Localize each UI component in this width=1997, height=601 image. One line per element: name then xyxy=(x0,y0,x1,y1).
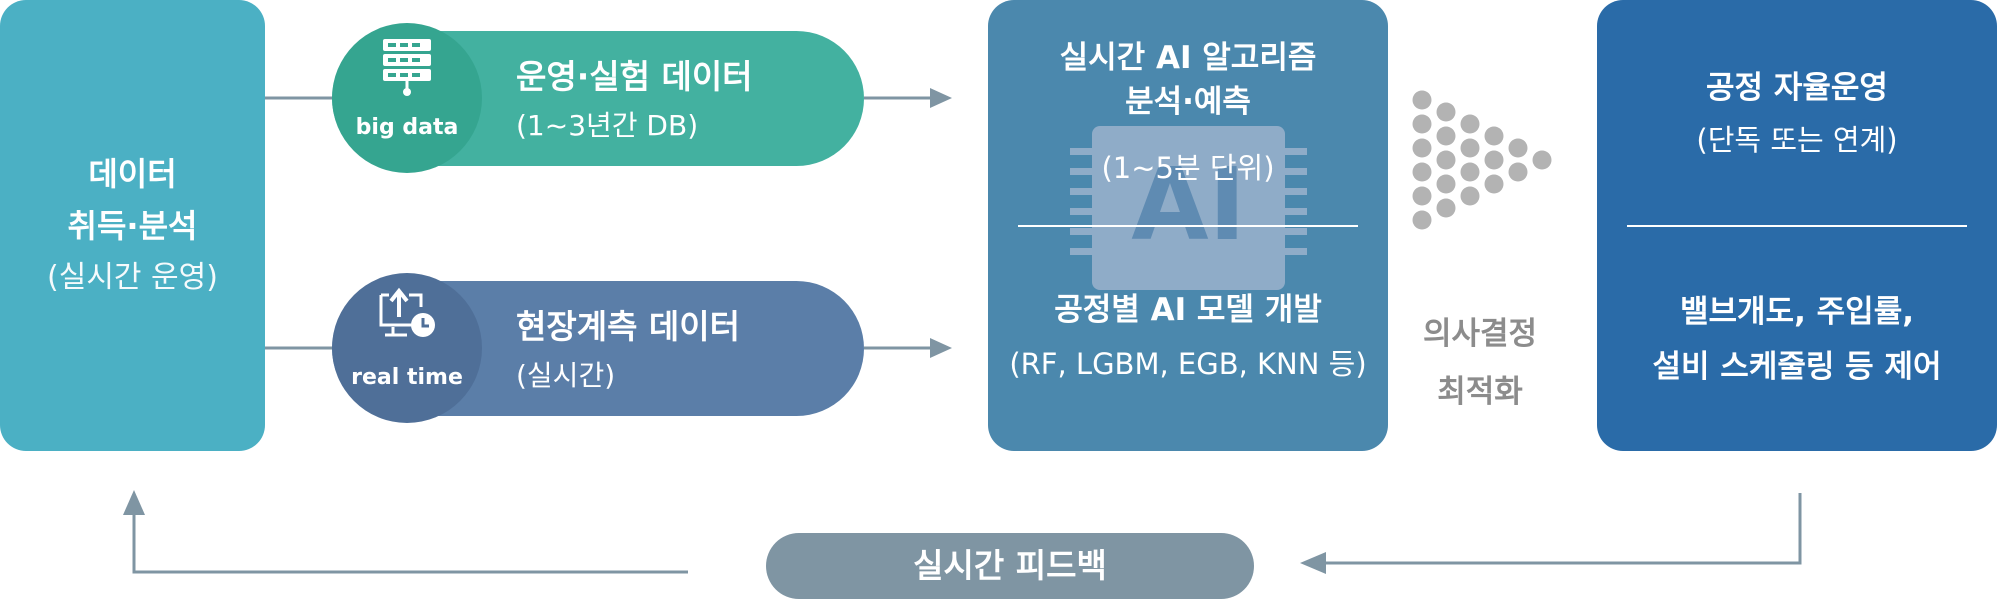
ai-line3: (1~5분 단위) xyxy=(1101,151,1275,185)
dot xyxy=(1412,114,1432,134)
monitor-upload-clock-icon xyxy=(379,287,435,337)
feedback-line-left xyxy=(132,510,688,574)
feedback-arrow-head-left xyxy=(1300,552,1326,574)
dot xyxy=(1412,210,1432,230)
ai-line2: 분석·예측 xyxy=(1125,84,1251,120)
dot xyxy=(1436,198,1456,218)
decision-line2: 최적화 xyxy=(1437,374,1523,410)
realtime-subtitle: (실시간) xyxy=(516,359,616,392)
acquisition-title-line1: 데이터 xyxy=(88,154,177,193)
dot xyxy=(1436,150,1456,170)
dot xyxy=(1460,138,1480,158)
dot xyxy=(1460,186,1480,206)
realtime-icon-caption: real time xyxy=(351,365,463,390)
bigdata-icon-caption: big data xyxy=(355,115,459,140)
feedback-pill: 실시간 피드백 xyxy=(766,533,1254,599)
auto-line1: 공정 자율운영 xyxy=(1706,70,1888,106)
realtime-icon-circle: real time xyxy=(332,273,482,423)
acquisition-title-line2: 취득·분석 xyxy=(67,206,198,245)
ai-chip-label: AI xyxy=(1131,146,1246,263)
acquisition-subtitle: (실시간 운영) xyxy=(47,259,218,295)
dot xyxy=(1532,150,1552,170)
realtime-title: 현장계측 데이터 xyxy=(516,307,741,346)
chip-pins xyxy=(1070,148,1307,255)
ai-chip-icon xyxy=(1092,126,1285,290)
bigdata-icon-circle: big data xyxy=(332,23,482,173)
ai-line5: (RF, LGBM, EGB, KNN 등) xyxy=(1009,347,1367,381)
dot xyxy=(1484,126,1504,146)
auto-line3: 밸브개도, 주입률, xyxy=(1680,294,1914,330)
bigdata-pill: big data 운영·실험 데이터 (1~3년간 DB) xyxy=(332,23,864,173)
data-acquisition-box: 데이터 취득·분석 (실시간 운영) xyxy=(0,0,265,451)
database-server-icon xyxy=(383,39,431,96)
dot xyxy=(1436,126,1456,146)
dot xyxy=(1412,186,1432,206)
arrow-realtime-ai-head xyxy=(930,338,952,358)
ai-divider xyxy=(1018,225,1358,227)
dot xyxy=(1412,138,1432,158)
dot xyxy=(1484,150,1504,170)
autonomous-operation-box: 공정 자율운영 (단독 또는 연계) 밸브개도, 주입률, 설비 스케줄링 등 … xyxy=(1597,0,1997,451)
arrow-bigdata-ai-head xyxy=(930,88,952,108)
dot xyxy=(1436,102,1456,122)
decision-label: 의사결정 최적화 xyxy=(1380,305,1580,421)
bigdata-title: 운영·실험 데이터 xyxy=(516,57,753,96)
auto-line2: (단독 또는 연계) xyxy=(1696,123,1898,157)
realtime-pill: real time 현장계측 데이터 (실시간) xyxy=(332,273,864,423)
ai-line4: 공정별 AI 모델 개발 xyxy=(1054,292,1322,328)
dot xyxy=(1508,138,1528,158)
dot xyxy=(1412,162,1432,182)
auto-divider xyxy=(1627,225,1967,227)
dot xyxy=(1460,162,1480,182)
feedback-line-right xyxy=(1320,493,1802,565)
ai-algorithm-box: AI 실시간 AI 알고리즘 분석·예측 (1~5분 단위) 공정별 AI 모델… xyxy=(988,0,1388,451)
dot xyxy=(1484,174,1504,194)
dot xyxy=(1460,114,1480,134)
dot xyxy=(1508,162,1528,182)
dot xyxy=(1436,174,1456,194)
feedback-arrow-head-up xyxy=(123,490,145,515)
dot-arrow-icon xyxy=(1412,90,1552,230)
ai-line1: 실시간 AI 알고리즘 xyxy=(1059,40,1317,76)
bigdata-subtitle: (1~3년간 DB) xyxy=(516,109,699,142)
auto-line4: 설비 스케줄링 등 제어 xyxy=(1652,349,1942,385)
dot xyxy=(1412,90,1432,110)
decision-line1: 의사결정 xyxy=(1422,316,1538,352)
